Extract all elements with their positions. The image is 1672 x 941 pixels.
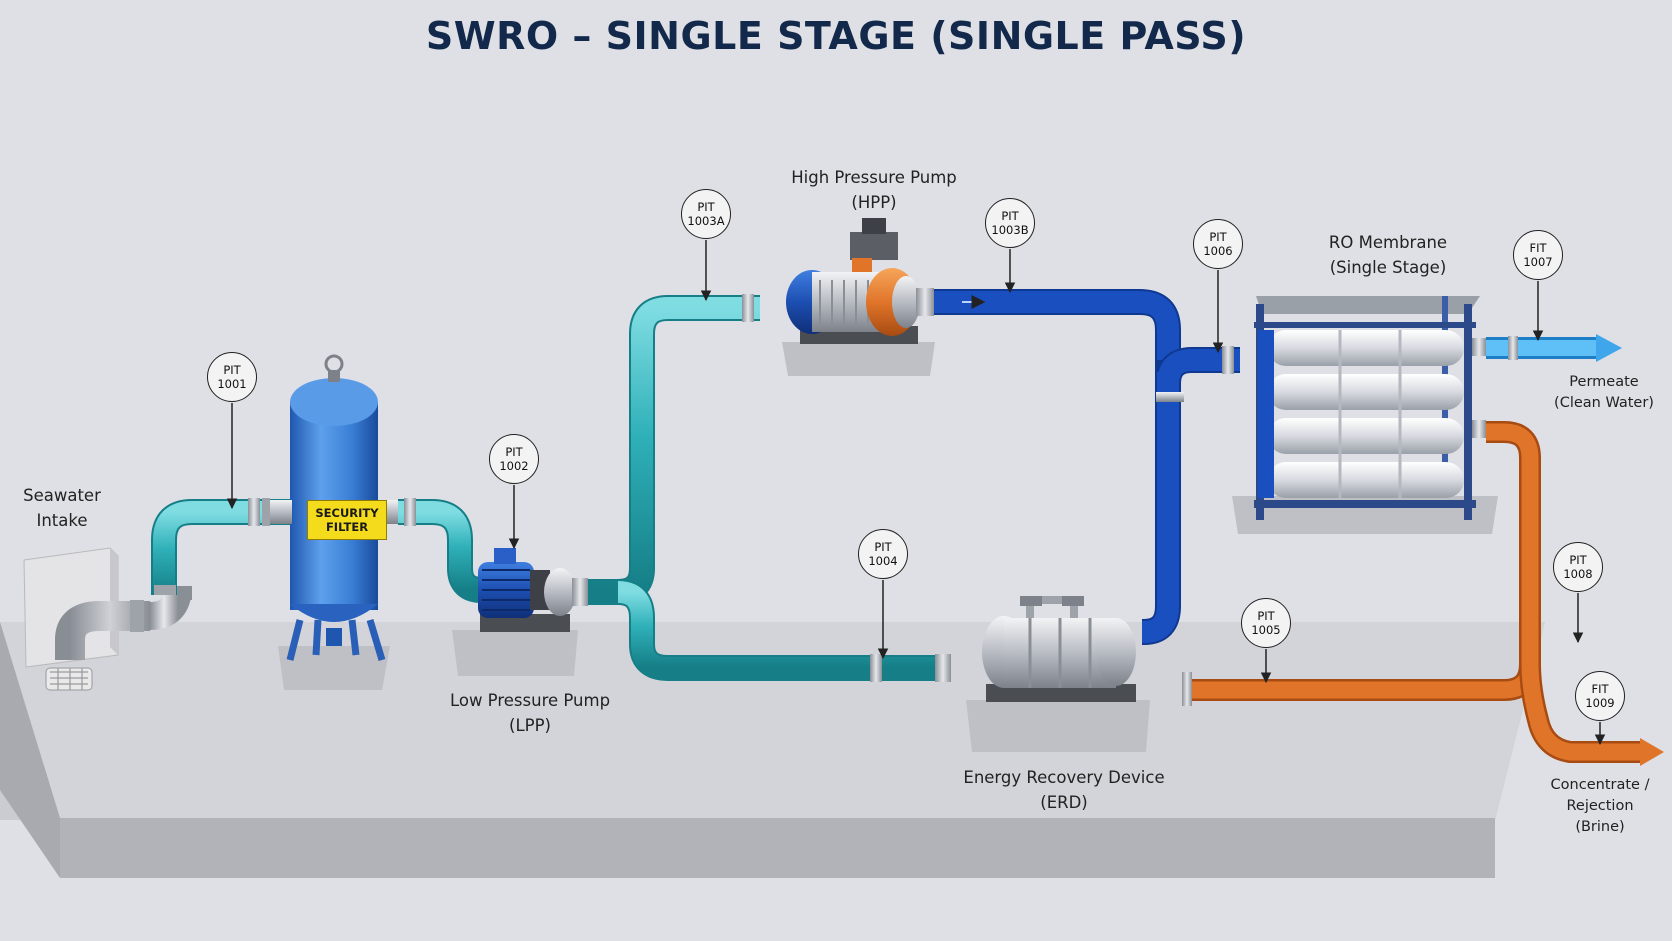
permeate-pipe <box>1486 334 1622 362</box>
label-high-pressure-pump: High Pressure Pump(HPP) <box>791 168 957 212</box>
seawater-intake <box>23 547 192 691</box>
brine-pipe <box>1192 421 1664 766</box>
concrete-platform <box>0 622 1545 878</box>
label-ro-membrane: RO Membrane(Single Stage) <box>1328 233 1448 277</box>
seawater-pipe-inlet <box>151 498 300 595</box>
label-energy-recovery-device: Energy Recovery Device(ERD) <box>963 768 1165 812</box>
instrument-leaders <box>226 240 1606 746</box>
energy-recovery-device <box>966 596 1192 752</box>
label-concentrate: Concentrate /Rejection(Brine) <box>1550 777 1650 835</box>
ro-membrane-rack <box>1232 296 1498 534</box>
label-permeate: Permeate(Clean Water) <box>1554 374 1654 411</box>
seawater-pipe-filter-to-lpp <box>398 498 488 603</box>
high-pressure-pump <box>782 218 935 376</box>
high-pressure-pipe <box>934 289 1240 645</box>
label-low-pressure-pump: Low Pressure Pump(LPP) <box>449 691 611 735</box>
page-title: SWRO – SINGLE STAGE (SINGLE PASS) <box>425 14 1247 58</box>
low-pressure-pump <box>452 548 588 676</box>
seawater-pipe-lpp-to-hpp-and-erd <box>588 294 951 682</box>
